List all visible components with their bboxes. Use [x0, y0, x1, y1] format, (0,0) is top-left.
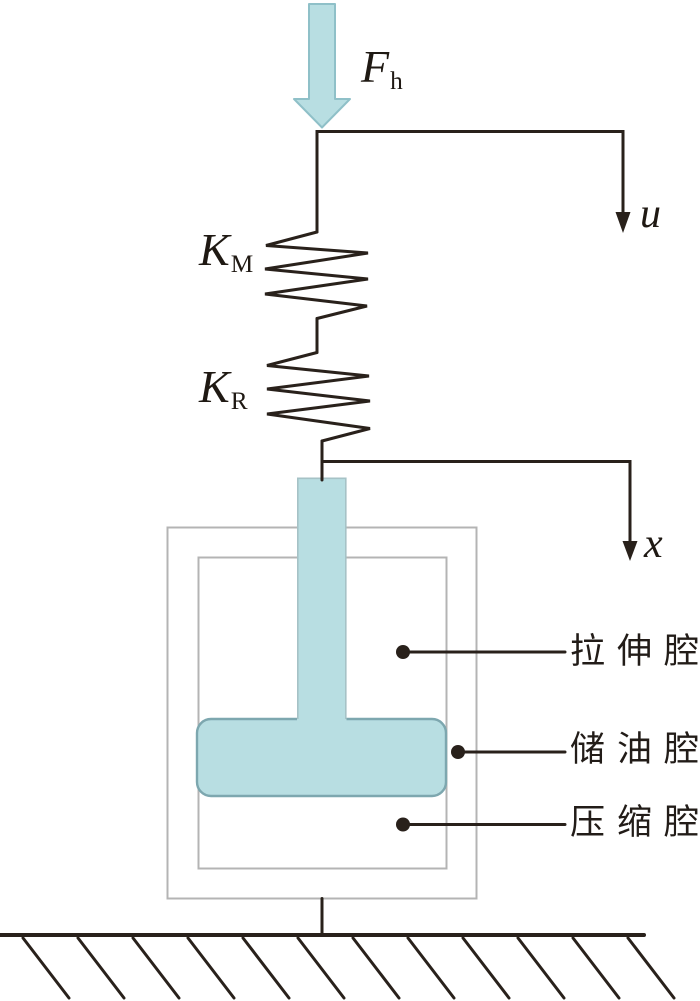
u-reference-line [315, 130, 625, 234]
tension-chamber-label: 拉伸腔 [570, 632, 700, 671]
x-arrowhead-icon [622, 541, 638, 561]
spring-km-label: KM [199, 227, 253, 277]
force-arrow-icon [293, 3, 351, 129]
force-label: Fh [361, 44, 403, 94]
spring-kr [266, 351, 371, 443]
spring-km-label-main: K [199, 224, 230, 275]
spring-kr-label: KR [199, 364, 248, 414]
piston-rod [297, 477, 347, 756]
ground-hatching [21, 936, 676, 1000]
force-label-sub: h [390, 67, 403, 96]
x-displacement-label: x [644, 521, 663, 567]
tension-chamber-dot [396, 645, 410, 659]
force-label-main: F [361, 41, 390, 92]
spring-kr-label-main: K [199, 361, 230, 412]
filled-marks [396, 212, 638, 832]
u-arrowhead-icon [615, 212, 631, 233]
spring-kr-label-sub: R [230, 387, 248, 416]
compression-chamber-label: 压缩腔 [570, 803, 700, 842]
oil-chamber-dot [451, 745, 465, 759]
u-displacement-label: u [640, 191, 661, 237]
force-arrow-group [293, 3, 351, 129]
linework [0, 130, 676, 1000]
compression-chamber-dot [396, 817, 410, 832]
spring-km-label-sub: M [230, 250, 254, 279]
x-reference-line [320, 460, 632, 545]
oil-chamber-label: 储油腔 [570, 730, 700, 769]
spring-km [264, 230, 369, 320]
